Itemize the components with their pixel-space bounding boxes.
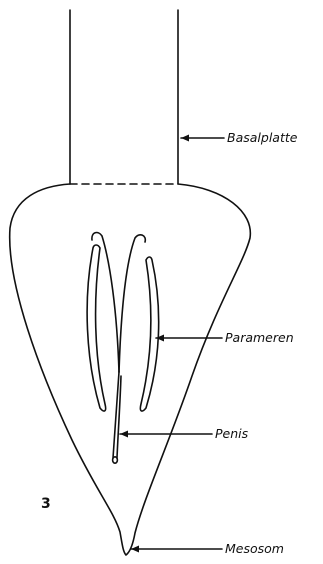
paramere-right	[140, 257, 158, 411]
leader-parameren	[156, 335, 222, 342]
drawing-group	[10, 10, 251, 555]
label-basalplatte: Basalplatte	[227, 130, 298, 145]
penis-shaft	[113, 372, 121, 458]
leader-basalplatte	[181, 135, 224, 142]
penis-tip	[113, 457, 118, 463]
leader-mesosom	[131, 546, 222, 553]
label-penis: Penis	[215, 426, 249, 441]
penis-right-arm	[119, 235, 145, 372]
label-mesosom: Mesosom	[225, 541, 284, 556]
label-parameren: Parameren	[225, 330, 294, 345]
paramere-left	[87, 245, 106, 411]
leader-penis	[120, 431, 212, 438]
figure-number: 3	[41, 496, 51, 512]
